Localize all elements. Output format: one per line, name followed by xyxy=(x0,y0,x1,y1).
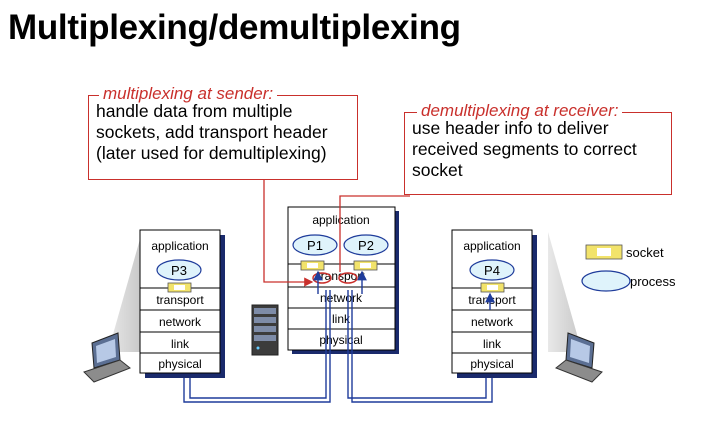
right-socket xyxy=(480,282,505,293)
right-layer-link: link xyxy=(483,337,502,351)
page-title: Multiplexing/demultiplexing xyxy=(8,8,461,47)
right-host: application P4 transport network link ph… xyxy=(451,229,537,378)
left-laptop-icon xyxy=(83,332,131,383)
right-layer-transport: transport xyxy=(468,293,516,307)
sender-callout: multiplexing at sender: handle data from… xyxy=(88,84,358,180)
left-layer-link: link xyxy=(171,337,190,351)
legend: socket process xyxy=(581,244,676,292)
middle-layer-application: application xyxy=(312,213,369,227)
legend-socket-label: socket xyxy=(626,245,664,260)
sender-callout-line: (later used for demultiplexing) xyxy=(96,143,327,163)
middle-layer-transport: transport xyxy=(317,269,365,283)
left-process-label: P3 xyxy=(171,263,187,278)
left-layer-application: application xyxy=(151,239,208,253)
legend-process-icon xyxy=(581,270,631,292)
middle-socket-2 xyxy=(353,260,378,271)
middle-process-p2 xyxy=(343,234,389,256)
mux-oval-2 xyxy=(338,272,358,284)
right-process-label: P4 xyxy=(484,263,500,278)
legend-socket-icon xyxy=(585,244,623,260)
middle-layer-link: link xyxy=(332,312,351,326)
left-layer-physical: physical xyxy=(158,357,201,371)
server-icon xyxy=(251,304,279,356)
middle-process-p1-label: P1 xyxy=(307,238,323,253)
middle-socket-1 xyxy=(300,260,325,271)
left-socket xyxy=(167,282,192,293)
data-paths xyxy=(183,270,495,403)
left-host-beam xyxy=(108,232,142,352)
callout-pointers xyxy=(263,180,410,287)
legend-process-label: process xyxy=(630,274,676,289)
sender-callout-text: handle data from multiple sockets, add t… xyxy=(89,96,357,164)
right-layer-application: application xyxy=(463,239,520,253)
sender-callout-line: handle data from multiple xyxy=(96,101,293,121)
middle-process-p1 xyxy=(292,234,338,256)
receiver-callout: demultiplexing at receiver: use header i… xyxy=(404,101,672,195)
middle-host: application P1 P2 transport network link… xyxy=(287,206,399,354)
receiver-callout-line: use header info to deliver xyxy=(412,118,609,138)
right-layer-physical: physical xyxy=(470,357,513,371)
receiver-callout-heading: demultiplexing at receiver: xyxy=(417,101,623,121)
receiver-callout-line: socket xyxy=(412,160,463,180)
left-layer-network: network xyxy=(159,315,202,329)
middle-process-p2-label: P2 xyxy=(358,238,374,253)
left-layer-transport: transport xyxy=(156,293,204,307)
right-process-p4 xyxy=(469,259,515,281)
right-layer-network: network xyxy=(471,315,514,329)
right-host-beam xyxy=(548,232,582,352)
sender-callout-line: sockets, add transport header xyxy=(96,122,328,142)
receiver-callout-text: use header info to deliver received segm… xyxy=(405,113,671,181)
receiver-callout-line: received segments to correct xyxy=(412,139,637,159)
sender-callout-heading: multiplexing at sender: xyxy=(99,84,278,104)
right-laptop-icon xyxy=(555,332,603,383)
left-process-p3 xyxy=(156,259,202,281)
left-host: application P3 transport network link ph… xyxy=(139,229,225,378)
